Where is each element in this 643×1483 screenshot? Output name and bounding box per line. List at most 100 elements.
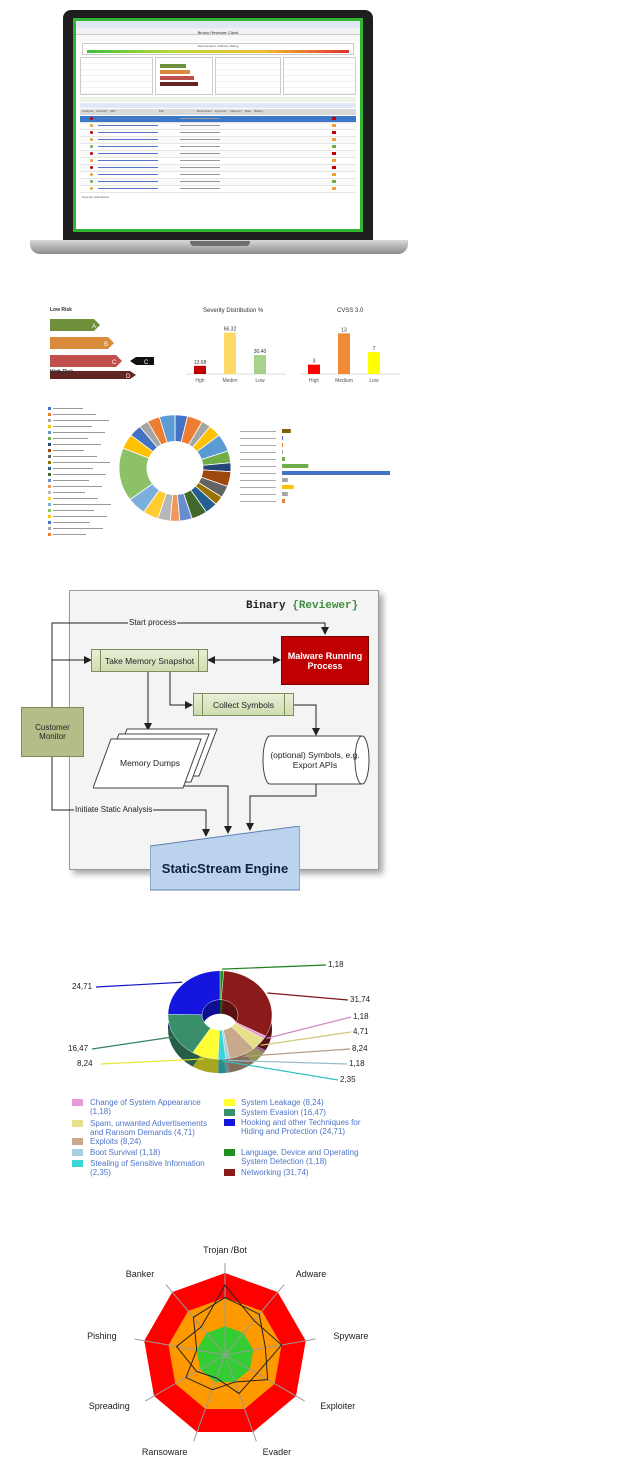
row-desc-line: [180, 146, 220, 147]
risk-arrow-a: [50, 319, 100, 331]
node-staticstream-engine[interactable]: StaticStream Engine: [161, 860, 289, 876]
small-legend-item: [48, 412, 114, 417]
donut-legend-label: Language, Device and Operating System De…: [241, 1148, 359, 1166]
row-desc-line: [180, 153, 220, 154]
table-row[interactable]: [80, 116, 356, 123]
small-legend-item: [48, 478, 114, 483]
row-rating-box: [332, 138, 336, 141]
bar-1: [224, 332, 236, 374]
hbar-6: [282, 471, 390, 475]
hbar-label-line-9: [240, 494, 276, 495]
radar-series-1: [185, 1297, 269, 1391]
node-memory-dumps[interactable]: Memory Dumps: [120, 758, 180, 768]
small-legend-item: [48, 520, 114, 525]
node-malware-process[interactable]: Malware Running Process: [281, 636, 369, 685]
small-legend-item: [48, 454, 114, 459]
bar-2: [254, 355, 266, 374]
header-dynamic: Dynamic: [214, 109, 227, 113]
table-row[interactable]: [80, 165, 356, 172]
table-row[interactable]: [80, 123, 356, 130]
donut-legend-swatch: [72, 1149, 83, 1156]
detail-section-title: Severity: {Reviewer}: [82, 195, 110, 199]
donut-value-label: 24,71: [72, 982, 93, 991]
summary-risk-panel: [154, 57, 214, 95]
row-desc-line: [180, 174, 220, 175]
table-row[interactable]: [80, 158, 356, 165]
node-optional-symbols[interactable]: (optional) Symbols, e.g. Export APIs: [270, 750, 360, 770]
donut-legend-swatch: [224, 1149, 235, 1156]
small-legend-item: [48, 466, 114, 471]
donut-value-label: 31,74: [350, 995, 371, 1004]
hbar-label-line-8: [240, 487, 276, 488]
summary-tables: [80, 57, 357, 95]
header-severity: Severity: [96, 109, 108, 113]
row-rating-box: [332, 159, 336, 162]
node-collect-symbols[interactable]: Collect Symbols: [193, 693, 294, 716]
table-row[interactable]: [80, 137, 356, 144]
donut-legend-swatch: [224, 1119, 235, 1126]
node-take-memory-snapshot-label: Take Memory Snapshot: [104, 655, 195, 666]
bar-value-label: 3: [313, 359, 316, 365]
laptop-screen: Binary Reviewer Client Determination of …: [73, 18, 363, 232]
donut-legend-swatch: [72, 1099, 83, 1106]
table-row[interactable]: [80, 130, 356, 137]
edge-start-process: Start process: [128, 618, 178, 627]
bar-value-label: 30.40: [254, 349, 267, 355]
hbar-3: [282, 450, 283, 454]
node-optional-symbols-shape: [262, 735, 370, 785]
row-severity-dot: [90, 145, 93, 148]
bar-value-label: 66.32: [224, 327, 237, 333]
hbar-4: [282, 457, 285, 461]
small-legend-swatch: [48, 473, 51, 476]
risk-scale: Low Risk A B C D C High Risk: [50, 307, 154, 379]
table-row[interactable]: [80, 172, 356, 179]
small-legend-swatch: [48, 485, 51, 488]
summary-table-1: [80, 57, 153, 95]
row-desc-line: [180, 125, 220, 126]
risk-high-label: High Risk: [50, 369, 74, 375]
small-legend-item: [48, 514, 114, 519]
donut-legend-swatch: [224, 1169, 235, 1176]
table-row[interactable]: [80, 179, 356, 186]
donut-leader-6: [221, 1060, 339, 1081]
hbar-label-line-7: [240, 480, 276, 481]
diagram-title-main: Binary: [246, 600, 286, 612]
node-customer-monitor[interactable]: Customer Monitor: [21, 707, 84, 757]
row-severity-dot: [90, 180, 93, 183]
small-legend-swatch: [48, 461, 51, 464]
radar-spoke-1: [224, 1284, 285, 1356]
filter-bar-2[interactable]: [80, 103, 356, 108]
radar-axis-label: Pishing: [87, 1330, 117, 1341]
small-legend-swatch: [48, 527, 51, 530]
filter-bar[interactable]: [80, 97, 356, 102]
row-desc-line: [180, 167, 220, 168]
risk-letter-a: A: [92, 324, 96, 330]
radar-spoke-2: [224, 1338, 316, 1356]
row-rating-box: [332, 180, 336, 183]
small-legend-swatch: [48, 509, 51, 512]
radar-series-0: [175, 1284, 283, 1395]
table-row[interactable]: [80, 144, 356, 151]
rating-gradient-bar: [87, 50, 349, 53]
header-file: File: [159, 109, 164, 113]
hbar-7: [282, 478, 288, 482]
donut-value-label: 1,18: [328, 960, 344, 969]
radar-axis-label: Evader: [262, 1446, 292, 1457]
small-legend-swatch: [48, 449, 51, 452]
small-legend-item: [48, 436, 114, 441]
row-severity-dot: [90, 173, 93, 176]
small-legend-item: [48, 496, 114, 501]
table-row[interactable]: [80, 186, 356, 193]
summary-table-2: [215, 57, 282, 95]
small-legend-text-line: [53, 510, 94, 511]
bar-category-label: Low: [255, 378, 265, 384]
diagram-title-accent: {Reviewer}: [292, 600, 359, 612]
small-legend-text-line: [53, 522, 90, 523]
header-analysis: Analysis: [82, 109, 94, 113]
small-legend-text-line: [53, 462, 110, 463]
table-row[interactable]: [80, 151, 356, 158]
header-category: Category: [229, 109, 242, 113]
small-legend-text-line: [53, 444, 101, 445]
node-take-memory-snapshot[interactable]: Take Memory Snapshot: [91, 649, 208, 672]
